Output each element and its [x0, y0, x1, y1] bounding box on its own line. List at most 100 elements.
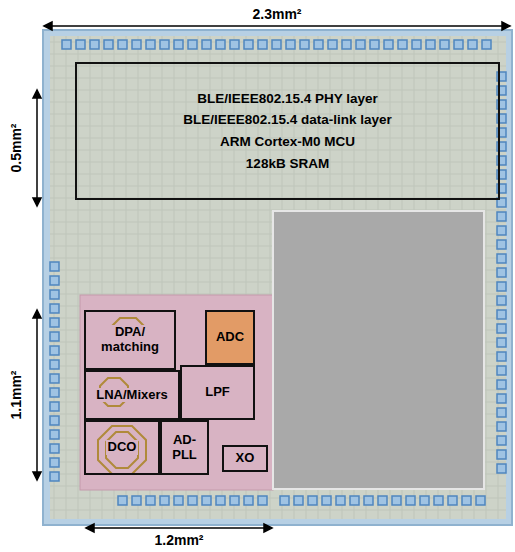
bond-pad	[50, 290, 59, 299]
bond-pad	[398, 40, 407, 49]
bond-pad	[50, 402, 59, 411]
block-box: ADC	[205, 310, 255, 365]
bond-pad	[50, 262, 59, 271]
bond-pad	[50, 472, 59, 481]
bond-pad	[497, 436, 506, 445]
bond-pad	[497, 240, 506, 249]
die-frame	[43, 30, 512, 525]
dimension-label: 0.5mm²	[8, 120, 24, 175]
bond-pad	[76, 40, 85, 49]
bond-pad	[244, 496, 253, 505]
block-label: AD- PLL	[162, 433, 207, 463]
bond-pad	[174, 496, 183, 505]
bond-pad	[342, 40, 351, 49]
bond-pad	[308, 496, 317, 505]
bond-pad	[420, 496, 429, 505]
block-box: AD- PLL	[160, 420, 209, 475]
block-box: XO	[222, 445, 268, 472]
bond-pad	[370, 40, 379, 49]
rf-region	[80, 295, 273, 490]
bond-pad	[104, 40, 113, 49]
block-box: DPA/ matching	[84, 310, 176, 370]
bond-pad	[50, 416, 59, 425]
dimension-arrows	[33, 22, 510, 532]
memory-macro	[273, 211, 484, 489]
bond-pad	[286, 40, 295, 49]
block-label: DPA/ matching	[86, 325, 174, 355]
bond-pad	[258, 40, 267, 49]
bond-pad	[258, 496, 267, 505]
bond-pad	[412, 40, 421, 49]
bond-pad	[497, 408, 506, 417]
bond-pad	[497, 268, 506, 277]
bond-pad	[350, 496, 359, 505]
bond-pad	[188, 40, 197, 49]
bond-pad	[272, 40, 281, 49]
bond-pad	[497, 226, 506, 235]
bond-pad	[364, 496, 373, 505]
bond-pad	[497, 254, 506, 263]
block-label: BLE/IEEE802.15.4 data-link layer	[181, 112, 394, 128]
bond-pad	[146, 496, 155, 505]
bond-pad	[497, 394, 506, 403]
bond-pad	[280, 496, 289, 505]
bond-pad	[497, 338, 506, 347]
block-label: LNA/Mixers	[94, 388, 170, 403]
bond-pad	[202, 40, 211, 49]
bond-pad	[454, 40, 463, 49]
bond-pad	[118, 40, 127, 49]
bond-pad	[50, 388, 59, 397]
bond-pad	[118, 496, 127, 505]
block-label: ADC	[214, 330, 246, 345]
bond-pad	[497, 310, 506, 319]
bond-pad	[174, 40, 183, 49]
bond-pad	[160, 40, 169, 49]
bond-pad	[300, 40, 309, 49]
bond-pad	[50, 374, 59, 383]
bond-pad	[468, 40, 477, 49]
bond-pad	[392, 496, 401, 505]
bond-pad	[50, 276, 59, 285]
block-box: DCO	[84, 420, 160, 475]
bond-pad	[440, 40, 449, 49]
bond-pad	[497, 324, 506, 333]
bond-pad	[356, 40, 365, 49]
bond-pad	[132, 496, 141, 505]
bond-pad	[62, 40, 71, 49]
bond-pad	[497, 212, 506, 221]
bond-pad	[497, 366, 506, 375]
bond-pad	[314, 40, 323, 49]
bond-pad	[384, 40, 393, 49]
bond-pad	[448, 496, 457, 505]
bond-pad	[497, 352, 506, 361]
bond-pad	[476, 496, 485, 505]
dimension-label: 2.3mm²	[249, 6, 304, 22]
bond-pad	[322, 496, 331, 505]
bond-pad	[434, 496, 443, 505]
block-label: DCO	[106, 440, 139, 455]
dimension-label: 1.2mm²	[151, 532, 206, 548]
bond-pad	[378, 496, 387, 505]
block-label: LPF	[203, 385, 232, 400]
bond-pad	[50, 304, 59, 313]
bond-pad	[497, 422, 506, 431]
block-label: 128kB SRAM	[244, 156, 331, 172]
bond-pad	[50, 430, 59, 439]
bond-pad	[497, 380, 506, 389]
bond-pad	[497, 464, 506, 473]
block-box: BLE/IEEE802.15.4 PHY layerBLE/IEEE802.15…	[75, 62, 500, 200]
bond-pad	[146, 40, 155, 49]
bond-pad	[497, 296, 506, 305]
bond-pad	[132, 40, 141, 49]
bond-pad	[497, 282, 506, 291]
bond-pad	[188, 496, 197, 505]
bond-pad	[202, 496, 211, 505]
dimension-label: 1.1mm²	[8, 367, 24, 422]
die-core	[50, 36, 506, 519]
block-label: BLE/IEEE802.15.4 PHY layer	[195, 91, 380, 107]
bond-pad	[230, 496, 239, 505]
bond-pad	[50, 318, 59, 327]
bond-pad	[336, 496, 345, 505]
bond-pad	[244, 40, 253, 49]
